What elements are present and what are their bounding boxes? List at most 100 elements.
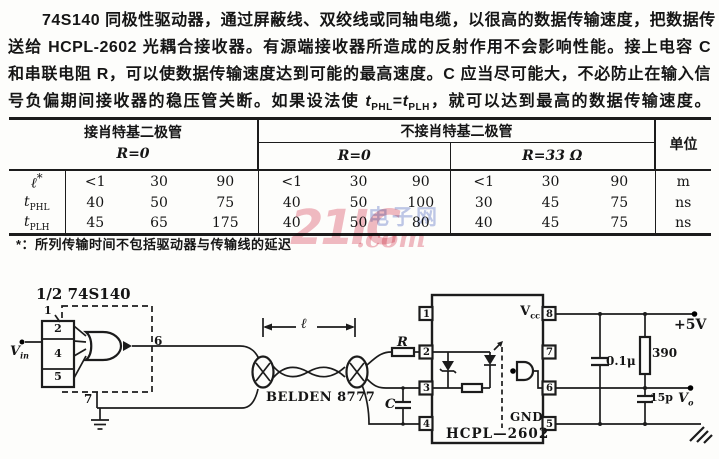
table-cell: 40 xyxy=(474,215,493,232)
length-dimension-arrow xyxy=(262,318,356,337)
led-icon xyxy=(484,341,503,388)
ground-icon xyxy=(91,408,109,430)
supply-5v-label: +5V xyxy=(674,317,707,333)
equals-sign: = xyxy=(392,93,403,110)
driver-title-label: 1/2 74S140 xyxy=(36,285,131,303)
vo-terminal-dot xyxy=(687,385,694,391)
spec-table: 接肖特基二极管 R=0 不接肖特基二极管 单位 R=0 R=33 Ω ℓ* <1… xyxy=(9,117,711,236)
t-plh-subscript: PLH xyxy=(408,102,430,114)
table-cell: 65 xyxy=(150,215,168,232)
ic-pin1-label: 1 xyxy=(423,309,430,320)
table-cell: 40 xyxy=(86,195,105,211)
table-cell: 30 xyxy=(541,173,560,190)
capacitor-C xyxy=(395,386,411,426)
row-label-tphl: tPHL xyxy=(9,192,66,214)
ic-pin7-label: 7 xyxy=(546,347,553,358)
gnd-label: GND xyxy=(510,410,544,424)
driver-pin4-label: 4 xyxy=(54,347,62,360)
paragraph-line-4: 号负偏期间接收器的稳压管关断。如果设法使 tPHL=tPLH，就可以达到最高的数… xyxy=(8,89,711,121)
table-cell: 40 xyxy=(282,215,301,232)
table-cell: <1 xyxy=(281,173,303,190)
driver-pin2-label: 2 xyxy=(54,322,62,335)
header-r0: R=0 xyxy=(258,142,451,171)
capacitor-c-label: C xyxy=(385,397,396,412)
ic-pin5-label: 5 xyxy=(546,419,553,430)
t-phl-subscript: PHL xyxy=(371,102,393,114)
driver-pin6-label: 6 xyxy=(154,334,163,348)
table-cell: 100 xyxy=(392,192,451,214)
vcc-label: Vcc xyxy=(520,304,540,321)
load-capacitor-icon xyxy=(637,386,653,426)
ic-name-label: HCPL—2602 xyxy=(446,426,550,442)
input-terminal-dot xyxy=(19,339,25,345)
bypass-capacitor-icon xyxy=(591,312,609,426)
table-cell: 45 xyxy=(86,215,105,232)
driver-pin1-label: 1 xyxy=(44,304,52,317)
unit-cell: m xyxy=(676,173,690,190)
bypass-cap-label: 0.1μ xyxy=(606,354,636,368)
table-cell: 50 xyxy=(150,195,168,211)
header-with-schottky: 接肖特基二极管 R=0 xyxy=(9,118,259,171)
table-cell: 90 xyxy=(392,169,451,193)
output-network xyxy=(556,311,713,444)
table-cell: 45 xyxy=(541,215,560,232)
unit-cell: ns xyxy=(675,195,692,211)
table-cell: 45 xyxy=(541,195,560,211)
r33-label: R=33 Ω xyxy=(522,147,583,164)
paragraph-line-2: 送给 HCPL-2602 光耦合接收器。有源端接收器所造成的反射作用不会影响性能… xyxy=(8,39,711,56)
driver-74s140 xyxy=(19,305,260,430)
cable-length-label: ℓ xyxy=(301,316,307,332)
paragraph-line-1: 74S140 同极性驱动器，通过屏蔽线、双绞线或同轴电缆，以很高的数据传输速度，… xyxy=(42,12,716,29)
driver-pin7-label: 7 xyxy=(84,392,93,406)
cable-name-label: BELDEN 8777 xyxy=(266,390,376,405)
table-cell: 30 xyxy=(474,195,493,211)
group1-title: 接肖特基二极管 xyxy=(84,124,182,141)
unit-cell: ns xyxy=(675,215,692,232)
series-r-label: R xyxy=(397,335,408,350)
watermark-com: .com xyxy=(356,224,426,254)
table-cell: 75 xyxy=(193,192,259,214)
table-cell: 90 xyxy=(584,169,656,193)
watermark-21ic: 21IC xyxy=(290,200,401,256)
header-r33: R=33 Ω xyxy=(450,142,655,171)
paragraph-line-3: 和串联电阻 R，可以使数据传输速度达到可能的最高速度。C 应当尽可能大，不必防止… xyxy=(8,66,711,83)
supply-terminal-dot xyxy=(691,311,698,317)
optocoupler-hcpl2602 xyxy=(418,293,557,445)
t-plh-symbol: t xyxy=(402,93,409,110)
group1-condition: R=0 xyxy=(116,146,150,163)
row-label-tplh: tPLH xyxy=(9,213,66,235)
ic-pin6-label: 6 xyxy=(546,383,553,394)
watermark-cn: 电子网 xyxy=(368,206,440,229)
header-unit: 单位 xyxy=(654,118,711,171)
table-cell: 90 xyxy=(193,169,259,193)
table-cell: <1 xyxy=(84,173,106,190)
table-cell: 75 xyxy=(584,192,656,214)
output-gate-icon xyxy=(510,360,543,389)
line4-pre: 号负偏期间接收器的稳压管关断。如果设法使 xyxy=(8,93,366,110)
ic-pin2-label: 2 xyxy=(423,347,430,358)
header-without-schottky: 不接肖特基二极管 xyxy=(258,118,655,143)
table-footnote: *：所列传输时间不包括驱动器与传输线的延迟 xyxy=(16,237,292,252)
table-cell: 40 xyxy=(282,195,301,211)
table-cell: 175 xyxy=(193,213,259,235)
table-cell: 80 xyxy=(392,213,451,235)
vo-label: Vo xyxy=(678,391,694,408)
load-cap-label: 15p xyxy=(650,391,673,404)
driver-pin5-label: 5 xyxy=(54,370,62,383)
table-cell: 75 xyxy=(584,213,656,235)
zener-diode-icon xyxy=(439,352,457,388)
table-cell: 30 xyxy=(150,173,168,190)
ic-pin4-label: 4 xyxy=(423,419,430,430)
row-label-length: ℓ* xyxy=(9,169,66,193)
ground-hatch-icon xyxy=(689,426,713,444)
line4-post: ，就可以达到最高的数据传输速度。 xyxy=(429,93,711,110)
r0-label: R=0 xyxy=(337,147,371,164)
table-cell: 50 xyxy=(349,215,368,232)
nand-gate-icon xyxy=(83,330,132,362)
ic-pin3-label: 3 xyxy=(423,383,430,394)
ic-pin8-label: 8 xyxy=(546,309,553,320)
t-phl-symbol: t xyxy=(365,93,372,110)
vin-label: Vin xyxy=(10,344,29,361)
table-cell: 30 xyxy=(349,173,368,190)
